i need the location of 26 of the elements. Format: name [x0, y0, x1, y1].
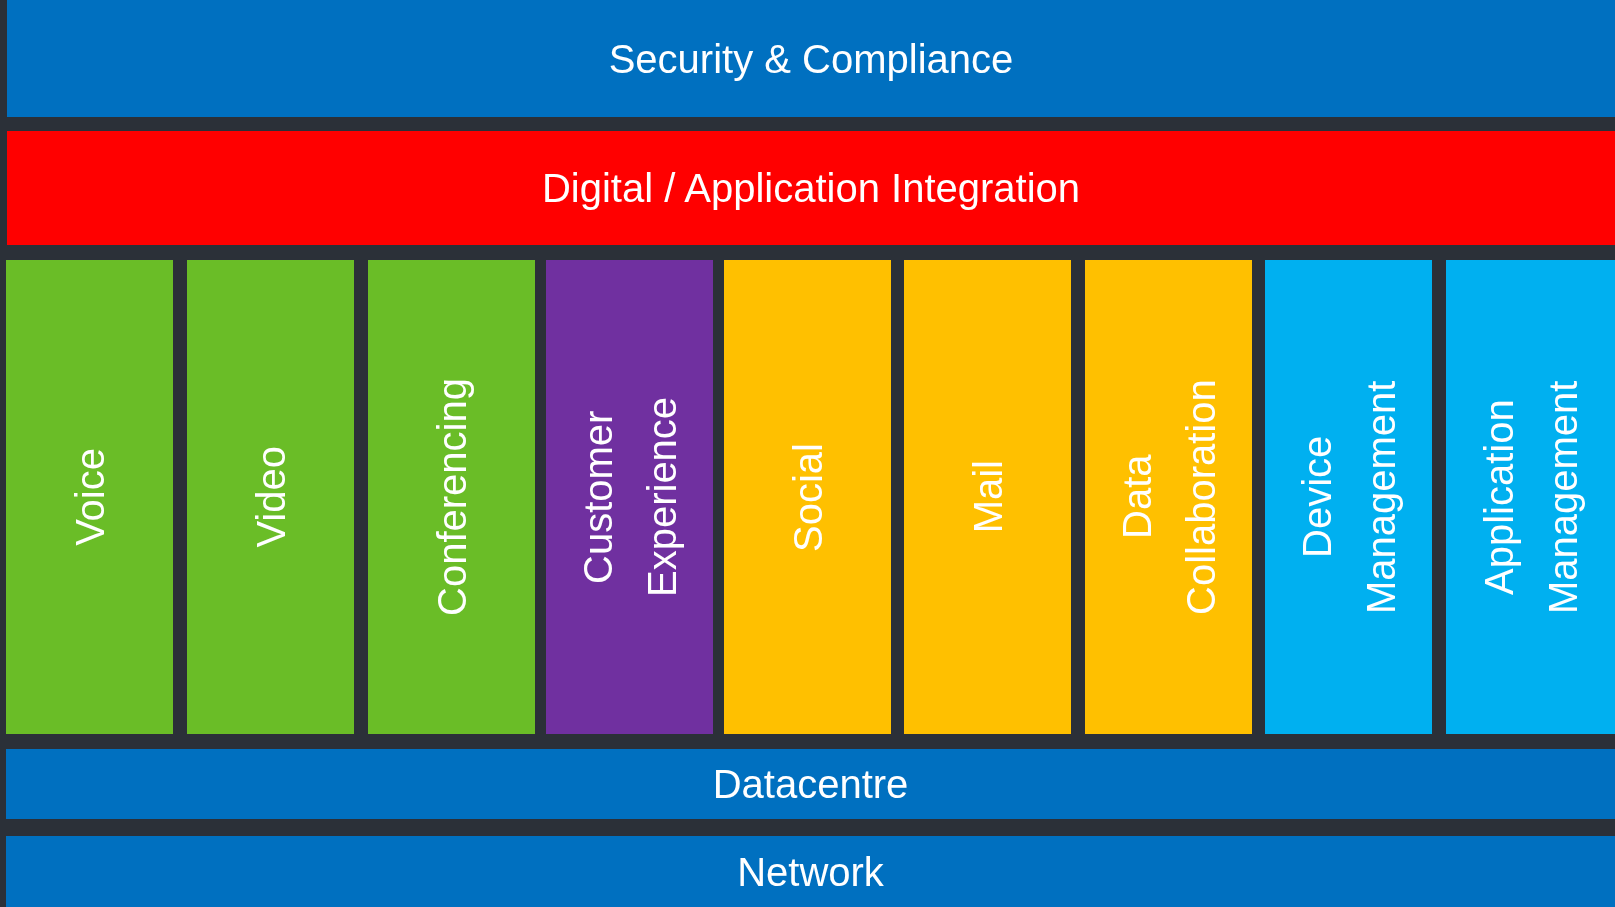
layer-label: Device Management	[1293, 379, 1404, 616]
service-column	[724, 260, 891, 734]
layer-band	[7, 131, 1615, 245]
layer-label: Conferencing	[428, 378, 475, 616]
layer-band	[6, 749, 1615, 819]
service-column	[368, 260, 535, 734]
service-column	[1265, 260, 1432, 734]
layer-label: Mail	[964, 460, 1011, 534]
layer-label: Data Collaboration	[1113, 378, 1224, 617]
layer-label: Social	[784, 442, 831, 552]
layer-label: Customer Experience	[574, 395, 685, 600]
service-column	[1446, 260, 1615, 734]
service-column	[546, 260, 713, 734]
layer-label: Network	[737, 848, 884, 896]
service-column	[1085, 260, 1252, 734]
layer-label: Security & Compliance	[608, 35, 1014, 83]
layer-band	[6, 836, 1615, 907]
layer-label: Voice	[66, 448, 113, 546]
service-column	[187, 260, 354, 734]
service-column	[6, 260, 173, 734]
layer-label: Video	[247, 446, 294, 548]
layer-label: Application Management	[1475, 379, 1586, 616]
layer-label: Datacentre	[712, 761, 909, 808]
layer-label: Digital / Application Integration	[541, 165, 1081, 212]
service-column	[904, 260, 1071, 734]
layer-band	[7, 0, 1615, 117]
